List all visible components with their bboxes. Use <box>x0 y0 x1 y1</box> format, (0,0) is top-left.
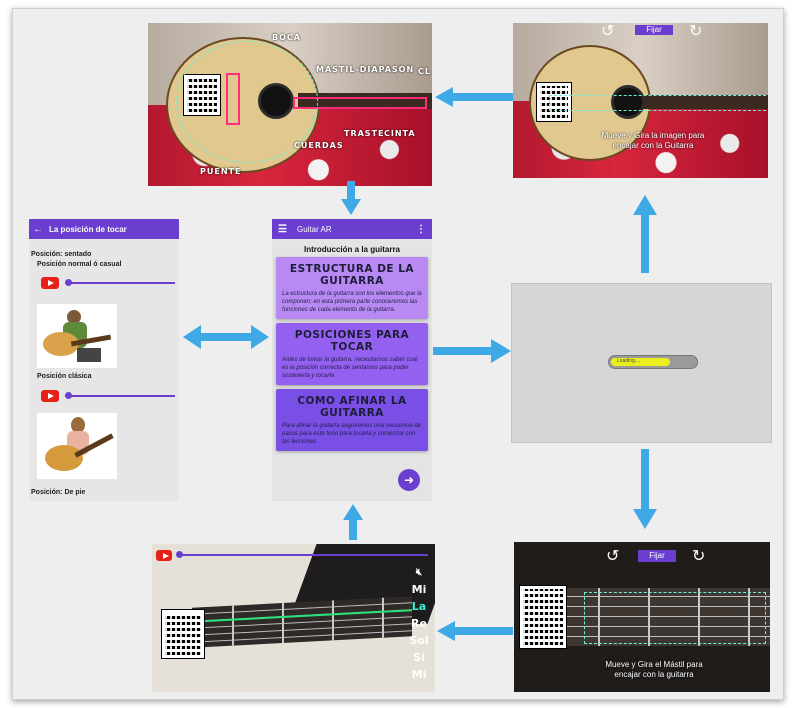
note-mi-high[interactable]: Mi <box>411 668 427 681</box>
note-la[interactable]: La <box>411 600 427 613</box>
video-progress-track[interactable] <box>65 395 175 397</box>
subtitle-casual: Posición normal ó casual <box>37 261 122 268</box>
intro-heading: Introducción a la guitarra <box>303 245 400 254</box>
card-text: La estructura de la guitarra son los ele… <box>282 291 422 313</box>
flow-diagram-frame: BOCA MÁSTIL-DIAPASÓN CL CUERDAS TRASTE C… <box>12 8 784 700</box>
back-arrow-icon[interactable]: ← <box>33 223 43 235</box>
app-bar: ← La posición de tocar <box>29 219 179 239</box>
card-text: Para afinar la guitarra seguiremos una s… <box>282 423 422 445</box>
mute-icon[interactable]: 🔇︎ <box>415 567 423 578</box>
ar-structure-panel: BOCA MÁSTIL-DIAPASÓN CL CUERDAS TRASTE C… <box>148 23 432 186</box>
arrow-right-icon: ➜ <box>403 473 415 487</box>
label-mastil: MÁSTIL-DIAPASÓN <box>316 65 415 74</box>
loading-bar: Loading.... <box>608 355 698 369</box>
ar-guitar-outline <box>176 41 318 163</box>
label-cl: CL <box>418 67 431 76</box>
fix-button[interactable]: Fijar <box>635 25 673 35</box>
app-bar: ☰ Guitar AR ⋮ <box>272 219 432 239</box>
card-afinar[interactable]: COMO AFINAR LA GUITARRA Para afinar la g… <box>276 389 428 451</box>
arrow-up-icon <box>343 504 363 540</box>
qr-marker <box>536 82 572 122</box>
rotate-left-icon[interactable]: ↺ <box>606 546 620 565</box>
section-de-pie: Posición: De pie <box>31 489 86 496</box>
rotate-right-icon[interactable]: ↻ <box>689 23 703 40</box>
photo-classic-position <box>37 413 117 479</box>
app-title: Guitar AR <box>296 224 332 234</box>
ar-fit-top-panel: ↺ Fijar ↻ Mueve y Gira la imagen para en… <box>513 23 768 178</box>
section-sentado: Posición: sentado <box>31 251 92 258</box>
photo-casual-position <box>37 304 117 368</box>
video-progress-thumb[interactable] <box>65 392 72 399</box>
arrow-up-icon <box>633 195 657 273</box>
note-si[interactable]: Si <box>413 651 425 664</box>
label-puente: PUENTE <box>200 167 242 176</box>
video-player[interactable] <box>156 548 432 562</box>
card-estructura[interactable]: ESTRUCTURA DE LA GUITARRA La estructura … <box>276 257 428 319</box>
arrow-down-icon <box>633 449 657 529</box>
fit-hint: Mueve y Gira el Mástil para encajar con … <box>605 660 703 679</box>
guitar-neck <box>633 95 768 109</box>
qr-marker <box>519 585 567 649</box>
youtube-icon[interactable] <box>41 277 59 289</box>
arrow-left-icon <box>437 621 513 641</box>
card-title: ESTRUCTURA DE LA GUITARRA <box>289 263 415 287</box>
label-traste: TRASTE <box>344 129 385 138</box>
fix-button[interactable]: Fijar <box>638 550 676 562</box>
video-player-1[interactable] <box>41 276 179 292</box>
video-progress-track[interactable] <box>178 554 428 556</box>
loading-screen: Loading.... <box>511 283 772 443</box>
fit-hint: Mueve y Gira la imagen para encajar con … <box>601 131 705 150</box>
label-boca: BOCA <box>272 33 301 42</box>
position-screen: ← La posición de tocar Posición: sentado… <box>29 219 179 501</box>
arrow-right-icon <box>433 339 511 363</box>
video-progress-thumb[interactable] <box>65 279 72 286</box>
more-vert-icon[interactable]: ⋮ <box>416 223 426 235</box>
label-cinta: CINTA <box>384 129 416 138</box>
subtitle-clasica: Posición clásica <box>37 373 92 380</box>
card-title: POSICIONES PARA TOCAR <box>294 329 410 353</box>
video-player-2[interactable] <box>41 389 177 405</box>
youtube-icon[interactable] <box>156 550 172 561</box>
ar-fit-outline <box>549 95 768 111</box>
ar-fit-bottom-panel: ↺ Fijar ↻ Mueve y Gira el Mástil para en… <box>514 542 770 692</box>
arrow-down-icon <box>341 181 361 215</box>
arrow-double-horizontal-icon <box>183 325 269 349</box>
arrow-left-icon <box>435 87 513 107</box>
ar-fit-outline <box>584 592 766 644</box>
main-app-screen: ☰ Guitar AR ⋮ Introducción a la guitarra… <box>272 219 432 501</box>
card-text: Antes de tomar la guitarra, necesitamos … <box>282 357 418 379</box>
card-title: COMO AFINAR LA GUITARRA <box>297 395 407 419</box>
note-list: 🔇︎ Mi La Re Sol Si Mi <box>405 564 433 683</box>
youtube-icon[interactable] <box>41 390 59 402</box>
video-progress-track[interactable] <box>65 282 175 284</box>
fretboard <box>192 596 412 648</box>
qr-marker <box>161 609 205 659</box>
screen-title: La posición de tocar <box>49 224 127 234</box>
label-cuerdas: CUERDAS <box>294 141 344 150</box>
video-progress-thumb[interactable] <box>176 551 183 558</box>
hamburger-icon[interactable]: ☰ <box>278 223 287 235</box>
rotate-right-icon[interactable]: ↻ <box>692 546 706 565</box>
next-fab[interactable]: ➜ <box>398 469 420 491</box>
card-posiciones[interactable]: POSICIONES PARA TOCAR Antes de tomar la … <box>276 323 428 385</box>
loading-bar-fill <box>611 358 670 366</box>
note-re[interactable]: Re <box>411 617 427 630</box>
loading-label: Loading.... <box>617 358 641 364</box>
fretboard <box>558 588 770 646</box>
note-mi-low[interactable]: Mi <box>411 583 427 596</box>
tuning-screen: 🔇︎ Mi La Re Sol Si Mi <box>152 544 435 692</box>
note-sol[interactable]: Sol <box>409 634 429 647</box>
rotate-left-icon[interactable]: ↺ <box>601 23 615 40</box>
soundhole <box>611 85 645 119</box>
